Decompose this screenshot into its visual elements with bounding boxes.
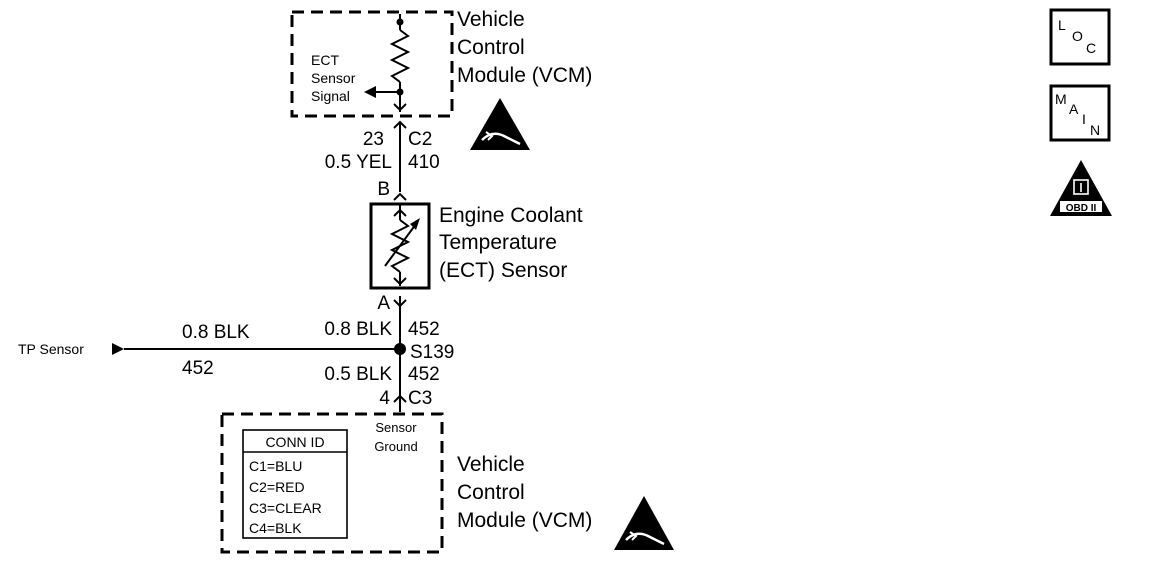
splice-lower-wire: 0.5 BLK (324, 364, 392, 385)
conn-id-header: CONN ID (265, 434, 324, 450)
loc-letter-c: C (1086, 40, 1096, 56)
vcm-bottom-title-line1: Vehicle (457, 453, 525, 476)
loc-icon-button[interactable]: L O C (1049, 8, 1111, 66)
vcm-top-box (290, 10, 454, 118)
vcm-top-title-line3: Module (VCM) (457, 64, 592, 87)
c2-pin: 23 (363, 129, 384, 150)
vcm-bottom-ground-line2: Ground (374, 439, 417, 454)
vcm-bottom-title-line2: Control (457, 481, 525, 504)
splice-id: S139 (410, 342, 454, 363)
c2-wire: 0.5 YEL (325, 152, 392, 173)
vcm-top-signal-line2: Sensor (311, 70, 356, 86)
splice-lower-circuit: 452 (408, 364, 440, 385)
c2-connector: C2 (408, 129, 432, 150)
conn-id-table: CONN ID C1=BLU C2=RED C3=CLEAR C4=BLK (242, 429, 348, 539)
pullup-resistor-icon (389, 29, 411, 83)
tp-sensor-arrow-icon (112, 343, 124, 355)
obd-ii-icon-button[interactable]: OBD II (1050, 160, 1112, 216)
tp-sensor-wire: 0.8 BLK (182, 322, 250, 343)
conn-id-row-c4: C4=BLK (249, 520, 302, 536)
vcm-bottom-box (220, 412, 444, 554)
ect-title-line2: Temperature (439, 231, 557, 254)
main-letter-i: I (1082, 111, 1086, 127)
ect-terminal-a: A (377, 293, 390, 314)
obd-ii-label: OBD II (1066, 203, 1097, 214)
loc-letter-l: L (1058, 17, 1066, 33)
splice-upper-wire: 0.8 BLK (324, 319, 392, 340)
c2-circuit: 410 (408, 152, 440, 173)
tp-sensor-circuit: 452 (182, 358, 214, 379)
esd-warning-icon (614, 496, 674, 550)
main-letter-m: M (1055, 91, 1067, 107)
vcm-bottom-title-line3: Module (VCM) (457, 509, 592, 532)
vcm-top-title-line1: Vehicle (457, 8, 525, 31)
vcm-top-signal-line1: ECT (311, 52, 339, 68)
ect-title-line3: (ECT) Sensor (439, 259, 567, 282)
esd-warning-icon (470, 98, 530, 150)
ect-terminal-b: B (377, 179, 390, 200)
loc-letter-o: O (1072, 28, 1083, 44)
vcm-top-title-line2: Control (457, 36, 525, 59)
main-icon-button[interactable]: M A I N (1049, 84, 1111, 142)
main-letter-a: A (1069, 101, 1079, 117)
thermistor-icon (384, 204, 420, 286)
conn-id-row-c1: C1=BLU (249, 458, 302, 474)
conn-id-row-c2: C2=RED (249, 479, 305, 495)
vcm-bottom-ground-line1: Sensor (375, 420, 417, 435)
tp-sensor-label: TP Sensor (18, 341, 84, 357)
main-letter-n: N (1090, 122, 1100, 138)
splice-upper-circuit: 452 (408, 319, 440, 340)
conn-id-row-c3: C3=CLEAR (249, 500, 322, 516)
signal-arrow-icon (364, 86, 376, 98)
vcm-top-signal-line3: Signal (311, 88, 350, 104)
ect-title-line1: Engine Coolant (439, 204, 583, 227)
c3-connector: C3 (408, 388, 432, 409)
c3-pin: 4 (379, 388, 390, 409)
